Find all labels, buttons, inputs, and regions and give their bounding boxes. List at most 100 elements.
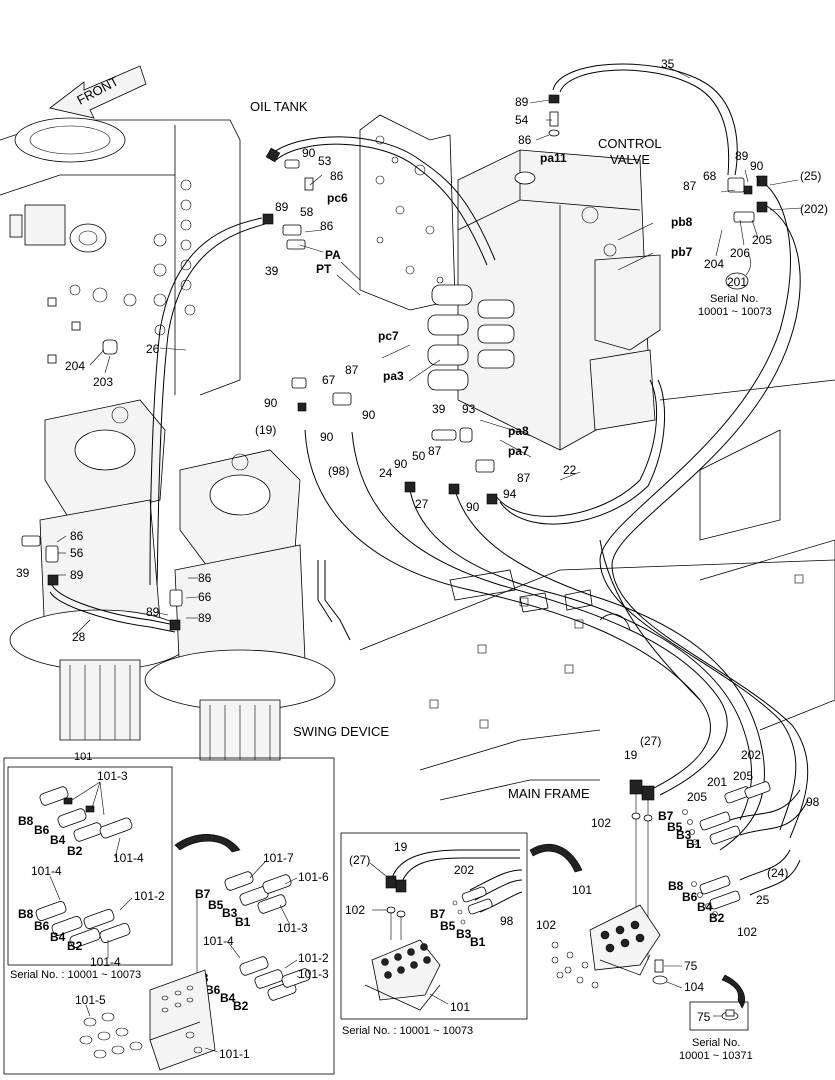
callout-101-3: 101-3 <box>298 967 329 981</box>
callout-25: (25) <box>800 169 821 183</box>
hose-clamps <box>449 569 631 631</box>
port-b3: B3 <box>676 828 692 842</box>
callout-89: 89 <box>70 568 84 582</box>
main-frame-valve-block <box>551 779 809 989</box>
port-b7: B7 <box>430 907 446 921</box>
callout-201: 201 <box>727 275 747 289</box>
port-b2: B2 <box>233 999 249 1013</box>
callout-24: (24) <box>767 866 788 880</box>
callout-87: 87 <box>683 179 697 193</box>
gasket-plate <box>359 114 456 311</box>
inset-valve-block: (27) 19 202 102 98 B7 B5 B3 B1 101 Seria… <box>340 832 583 1037</box>
callout-101-2: 101-2 <box>134 889 165 903</box>
port-pa8: pa8 <box>508 424 529 438</box>
callout-90: 90 <box>466 500 480 514</box>
callout-102: 102 <box>536 918 556 932</box>
callout-102: 102 <box>737 925 757 939</box>
swing-device: SWING DEVICE <box>9 399 389 761</box>
callout-98: 98 <box>806 795 820 809</box>
callout-101-4: 101-4 <box>113 851 144 865</box>
callout-101-4: 101-4 <box>90 955 121 969</box>
callout-206: 206 <box>730 246 750 260</box>
callout-53: 53 <box>318 154 332 168</box>
callout-93: 93 <box>462 402 476 416</box>
callout-104: 104 <box>684 980 704 994</box>
port-b7: B7 <box>658 809 674 823</box>
callout-19: (19) <box>255 423 276 437</box>
callout-86: 86 <box>70 529 84 543</box>
callout-204: 204 <box>65 359 85 373</box>
callout-86: 86 <box>330 169 344 183</box>
callout-75: 75 <box>697 1010 711 1024</box>
port-b1: B1 <box>470 935 486 949</box>
callout-202: (202) <box>800 202 828 216</box>
callout-28: 28 <box>72 630 86 644</box>
callout-58: 58 <box>300 205 314 219</box>
callout-90: 90 <box>362 408 376 422</box>
callout-89: 89 <box>275 200 289 214</box>
control-label-1: CONTROL <box>598 136 662 151</box>
fittings <box>21 94 768 631</box>
port-pb7: pb7 <box>671 245 693 259</box>
port-b3: B3 <box>456 927 472 941</box>
callout-101-2: 101-2 <box>298 951 329 965</box>
callout-89: 89 <box>515 95 529 109</box>
port-pt: PT <box>316 262 332 276</box>
main-frame-label: MAIN FRAME <box>508 786 590 801</box>
callout-203: 203 <box>93 375 113 389</box>
callout-22: 22 <box>563 463 577 477</box>
callout-101-6: 101-6 <box>298 870 329 884</box>
port-b6: B6 <box>34 823 50 837</box>
callout-39: 39 <box>265 264 279 278</box>
callout-50: 50 <box>412 449 426 463</box>
callout-101-5: 101-5 <box>75 993 106 1007</box>
port-b5: B5 <box>208 898 224 912</box>
callout-90: 90 <box>394 457 408 471</box>
callout-87: 87 <box>345 363 359 377</box>
port-b6: B6 <box>34 919 50 933</box>
callout-numbers: 35 89 54 86 90 53 86 89 58 86 39 204 203… <box>16 57 828 644</box>
port-b2: B2 <box>67 844 83 858</box>
port-pa: PA <box>325 248 341 262</box>
callout-94: 94 <box>503 487 517 501</box>
callout-56: 56 <box>70 546 84 560</box>
swing-device-label: SWING DEVICE <box>293 724 389 739</box>
serial-inset-left: Serial No. : 10001 ~ 10073 <box>10 969 141 981</box>
control-valve: CONTROL VALVE <box>427 136 662 451</box>
port-b8: B8 <box>18 907 34 921</box>
port-b7: B7 <box>195 887 211 901</box>
callout-27: (27) <box>349 853 370 867</box>
callout-205: 205 <box>733 769 753 783</box>
callout-202: 202 <box>741 748 761 762</box>
callout-86: 86 <box>198 571 212 585</box>
callout-24: 24 <box>379 466 393 480</box>
inset-101-title: 101 <box>74 751 92 763</box>
main-frame: MAIN FRAME <box>359 379 835 801</box>
port-pa7: pa7 <box>508 444 529 458</box>
callout-101-3: 101-3 <box>97 769 128 783</box>
port-b4: B4 <box>50 930 66 944</box>
port-b5: B5 <box>440 919 456 933</box>
callout-66: 66 <box>198 590 212 604</box>
port-pa11: pa11 <box>540 151 567 165</box>
callout-98: (98) <box>328 464 349 478</box>
callout-54: 54 <box>515 113 529 127</box>
hoses <box>49 63 809 851</box>
bolt-75-detail: 75 Serial No. 10001 ~ 10371 <box>679 1001 753 1062</box>
bottom-right-callouts: 19 (27) 202 201 205 102 205 98 B7 B5 B3 … <box>536 734 820 1009</box>
port-pa3: pa3 <box>383 369 404 383</box>
callout-87: 87 <box>517 471 531 485</box>
callout-89: 89 <box>198 611 212 625</box>
callout-98: 98 <box>500 914 514 928</box>
callout-89: 89 <box>735 149 749 163</box>
callout-39: 39 <box>16 566 30 580</box>
callout-67: 67 <box>322 373 336 387</box>
port-b8: B8 <box>668 879 684 893</box>
inset-101: 101 101-3 101-4 101-4 <box>3 751 335 1075</box>
port-b1: B1 <box>686 837 702 851</box>
callout-27: (27) <box>640 734 661 748</box>
oil-tank: OIL TANK <box>0 99 308 396</box>
callout-90: 90 <box>264 396 278 410</box>
callout-101-1: 101-1 <box>219 1047 250 1061</box>
port-b4: B4 <box>50 833 66 847</box>
